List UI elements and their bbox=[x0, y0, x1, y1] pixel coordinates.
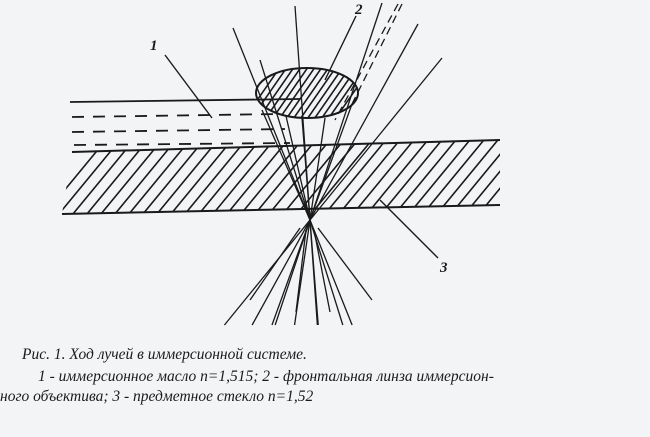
glass-hatch-line bbox=[263, 140, 335, 214]
label-oil: 1 bbox=[150, 38, 158, 54]
glass-hatch-line bbox=[81, 140, 153, 214]
light-ray bbox=[259, 59, 344, 326]
glass-hatch-line bbox=[95, 140, 167, 214]
glass-hatch-line bbox=[502, 135, 572, 220]
glass-hatch-line bbox=[445, 140, 500, 214]
lens-hatch-line bbox=[359, 60, 404, 125]
light-ray-dashed bbox=[334, 3, 399, 121]
glass-hatch-line bbox=[109, 140, 181, 214]
light-ray-dashed bbox=[351, 3, 403, 105]
glass-hatch-line bbox=[389, 140, 461, 214]
glass-hatch-line bbox=[193, 140, 265, 214]
glass-hatch-line bbox=[530, 135, 600, 220]
glass-hatch-line bbox=[179, 140, 251, 214]
glass-hatch-line bbox=[431, 140, 500, 214]
glass-hatch-line bbox=[249, 140, 321, 214]
light-ray bbox=[251, 23, 419, 326]
immersion-oil-layer bbox=[69, 98, 301, 146]
leader-oil bbox=[164, 54, 213, 119]
glass-hatch-line bbox=[221, 140, 293, 214]
figure-caption-line-1: 1 - иммерсионное масло n=1,515; 2 - фрон… bbox=[38, 368, 494, 385]
glass-hatch-line bbox=[459, 140, 500, 214]
light-ray bbox=[261, 109, 311, 221]
figure-caption-title: Рис. 1. Ход лучей в иммерсионной системе… bbox=[22, 346, 307, 363]
glass-hatch-line bbox=[333, 140, 405, 214]
light-ray bbox=[274, 2, 383, 326]
glass-hatch-line bbox=[151, 140, 223, 214]
light-ray bbox=[295, 229, 307, 313]
front-lens bbox=[255, 60, 411, 125]
glass-hatch-line bbox=[347, 140, 419, 214]
glass-hatch-line bbox=[207, 140, 279, 214]
glass-hatch-line bbox=[558, 135, 628, 220]
light-ray bbox=[249, 227, 301, 301]
glass-hatch-line bbox=[487, 140, 500, 214]
object-glass-slide bbox=[61, 135, 628, 220]
light-ray bbox=[317, 227, 373, 301]
light-rays bbox=[223, 2, 443, 326]
light-ray bbox=[313, 229, 331, 313]
glass-hatch-line bbox=[361, 140, 433, 214]
glass-hatch-line bbox=[319, 140, 391, 214]
leader-glass bbox=[379, 199, 439, 259]
figure-caption-line-2: ного объектива; 3 - предметное стекло n=… bbox=[0, 388, 314, 405]
label-lens: 2 bbox=[354, 2, 363, 18]
light-ray bbox=[285, 115, 311, 221]
label-glass: 3 bbox=[439, 260, 448, 276]
glass-hatch-line bbox=[123, 140, 195, 214]
light-ray bbox=[232, 27, 353, 326]
glass-hatch-line bbox=[67, 140, 139, 214]
glass-hatch-line bbox=[62, 140, 111, 214]
glass-hatch-line bbox=[62, 140, 125, 214]
glass-hatch-line bbox=[516, 135, 586, 220]
glass-hatch-line bbox=[165, 140, 237, 214]
leader-lens bbox=[324, 15, 357, 81]
lens-hatch-line bbox=[366, 60, 411, 125]
leader-lines bbox=[164, 15, 439, 259]
glass-hatch-line bbox=[544, 135, 614, 220]
lens-hatch-line bbox=[330, 68, 358, 118]
light-ray bbox=[223, 57, 443, 326]
glass-hatch-line bbox=[473, 140, 500, 214]
glass-hatch-line bbox=[375, 140, 447, 214]
lens-hatch-line bbox=[281, 68, 328, 118]
glass-hatch-line bbox=[235, 140, 307, 214]
glass-hatch-line bbox=[277, 140, 349, 214]
